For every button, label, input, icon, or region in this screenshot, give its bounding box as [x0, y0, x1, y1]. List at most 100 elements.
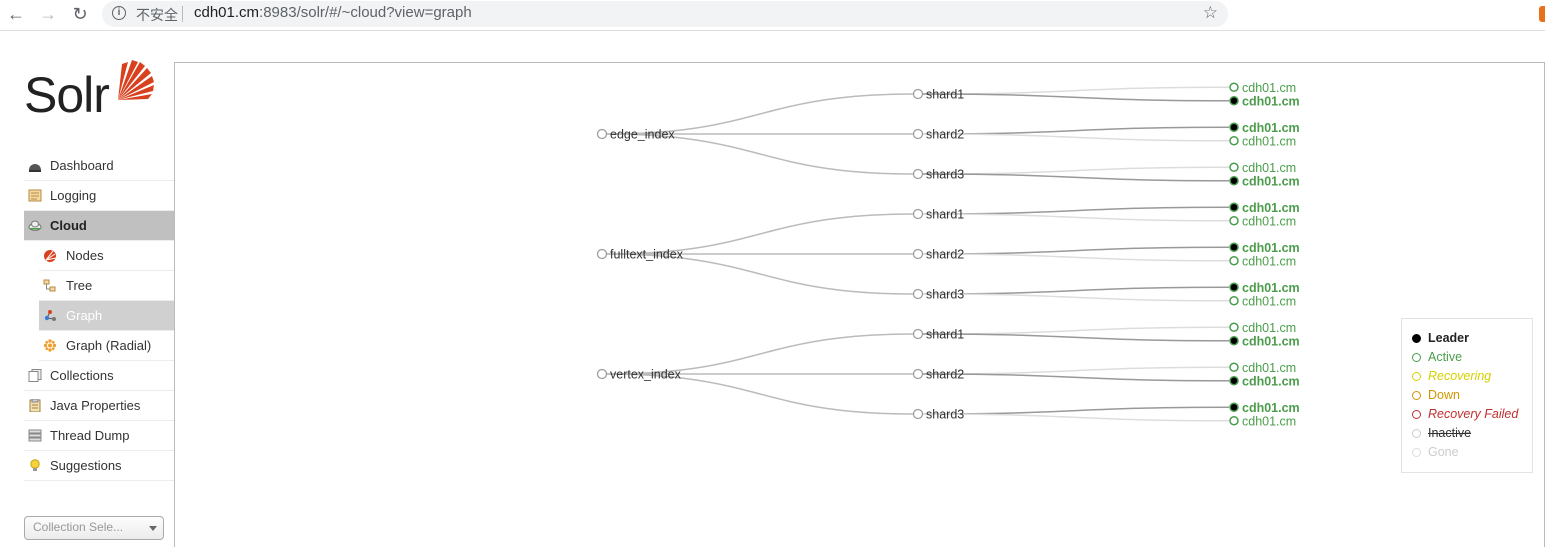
- replica-host: cdh01.cm: [1242, 94, 1300, 108]
- replica-host: cdh01.cm: [1242, 81, 1296, 95]
- menu-item-graph-radial[interactable]: Graph (Radial): [39, 331, 174, 361]
- chevron-down-icon: [149, 526, 157, 531]
- shard-node[interactable]: shard1: [912, 208, 965, 222]
- menu-item-collections[interactable]: Collections: [24, 361, 174, 391]
- info-icon[interactable]: i: [112, 6, 126, 20]
- replica-host: cdh01.cm: [1242, 241, 1300, 255]
- replica-node-leader[interactable]: cdh01.cm: [1229, 401, 1300, 415]
- shard-name: shard1: [926, 88, 964, 102]
- menu-item-thread-dump[interactable]: Thread Dump: [24, 421, 174, 451]
- replica-node-leader[interactable]: cdh01.cm: [1229, 201, 1300, 215]
- replica-node[interactable]: cdh01.cm: [1229, 321, 1296, 335]
- shard-replica-link: [922, 413, 1230, 422]
- replica-node-circle: [1229, 416, 1239, 426]
- replica-node-circle: [1229, 162, 1239, 172]
- shard-node[interactable]: shard1: [912, 88, 965, 102]
- replica-node-circle: [1229, 82, 1239, 92]
- replica-node-leader[interactable]: cdh01.cm: [1229, 121, 1300, 135]
- collection-node[interactable]: edge_index: [596, 128, 676, 142]
- menu-item-graph[interactable]: Graph: [39, 301, 174, 331]
- replica-node-leader[interactable]: cdh01.cm: [1229, 94, 1300, 108]
- replica-node-circle: [1229, 136, 1239, 146]
- browser-toolbar: ← → ↻ i 不安全 cdh01.cm:8983/solr/#/~cloud?…: [0, 0, 1545, 31]
- shard-replica-link: [922, 406, 1230, 415]
- replica-node[interactable]: cdh01.cm: [1229, 161, 1296, 175]
- replica-node-leader[interactable]: cdh01.cm: [1229, 334, 1300, 348]
- lightbulb-icon: [30, 459, 40, 471]
- replica-node[interactable]: cdh01.cm: [1229, 254, 1296, 268]
- replica-node[interactable]: cdh01.cm: [1229, 134, 1296, 148]
- menu-item-suggestions[interactable]: Suggestions: [24, 451, 174, 481]
- collection-name: fulltext_index: [610, 248, 684, 262]
- cloud-icon: [28, 220, 42, 231]
- collection-shard-link: [606, 133, 914, 175]
- collection-node[interactable]: fulltext_index: [596, 248, 684, 262]
- replica-node-circle: [1229, 362, 1239, 372]
- replica-node-circle: [1229, 256, 1239, 266]
- url-path: :8983/solr/#/~cloud?view=graph: [259, 4, 472, 21]
- menu-item-cloud[interactable]: Cloud: [24, 211, 174, 241]
- shard-replica-link: [922, 333, 1230, 342]
- reload-icon[interactable]: ↻: [72, 4, 88, 24]
- replica-node-leader[interactable]: cdh01.cm: [1229, 281, 1300, 295]
- shard-node[interactable]: shard1: [912, 328, 965, 342]
- address-bar[interactable]: i 不安全 cdh01.cm:8983/solr/#/~cloud?view=g…: [102, 1, 1228, 27]
- extension-icon[interactable]: [1539, 6, 1545, 22]
- shard-name: shard2: [926, 248, 964, 262]
- collection-node[interactable]: vertex_index: [596, 368, 682, 382]
- shard-name: shard1: [926, 328, 964, 342]
- replica-host: cdh01.cm: [1242, 414, 1296, 428]
- replica-node[interactable]: cdh01.cm: [1229, 361, 1296, 375]
- collection-shard-link: [606, 213, 914, 255]
- forward-arrow-icon[interactable]: →: [39, 4, 57, 24]
- menu-label: Tree: [66, 278, 93, 293]
- shard-node[interactable]: shard2: [912, 248, 965, 262]
- replica-host: cdh01.cm: [1242, 334, 1300, 348]
- url-text[interactable]: cdh01.cm:8983/solr/#/~cloud?view=graph: [194, 4, 472, 21]
- replica-node[interactable]: cdh01.cm: [1229, 214, 1296, 228]
- replica-host: cdh01.cm: [1242, 401, 1300, 415]
- menu-item-tree[interactable]: Tree: [39, 271, 174, 301]
- bookmark-star-icon[interactable]: ☆: [1202, 3, 1218, 22]
- shard-node[interactable]: shard3: [912, 168, 965, 182]
- shard-node[interactable]: shard3: [912, 288, 965, 302]
- replica-node[interactable]: cdh01.cm: [1229, 294, 1296, 308]
- solr-logo[interactable]: Solr: [24, 60, 154, 130]
- replica-node-circle: [1229, 176, 1239, 186]
- menu-item-dashboard[interactable]: Dashboard: [24, 151, 174, 181]
- shard-node[interactable]: shard2: [912, 128, 965, 142]
- replica-node-circle: [1229, 336, 1239, 346]
- replica-node-leader[interactable]: cdh01.cm: [1229, 174, 1300, 188]
- menu-label: Collections: [50, 368, 114, 383]
- legend-label: Recovery Failed: [1428, 407, 1519, 421]
- replica-node-circle: [1229, 122, 1239, 132]
- shard-node-circle: [912, 168, 924, 180]
- shard-node[interactable]: shard2: [912, 368, 965, 382]
- replica-node-circle: [1229, 282, 1239, 292]
- shard-replica-link: [922, 126, 1230, 135]
- collection-selector[interactable]: Collection Sele...: [24, 516, 164, 540]
- shard-node[interactable]: shard3: [912, 408, 965, 422]
- replica-node[interactable]: cdh01.cm: [1229, 81, 1296, 95]
- legend-dot-icon: [1412, 410, 1421, 419]
- replica-node-circle: [1229, 216, 1239, 226]
- menu-item-java-properties[interactable]: Java Properties: [24, 391, 174, 421]
- replica-node-leader[interactable]: cdh01.cm: [1229, 374, 1300, 388]
- shard-node-circle: [912, 208, 924, 220]
- shard-name: shard3: [926, 288, 964, 302]
- replica-node-circle: [1229, 242, 1239, 252]
- legend-dot-icon: [1412, 429, 1421, 438]
- menu-item-nodes[interactable]: Nodes: [39, 241, 174, 271]
- menu-item-logging[interactable]: Logging: [24, 181, 174, 211]
- menu-label: Java Properties: [50, 398, 141, 413]
- replica-node-leader[interactable]: cdh01.cm: [1229, 241, 1300, 255]
- tree-icon: [43, 279, 56, 292]
- menu-label: Logging: [50, 188, 97, 203]
- replica-node[interactable]: cdh01.cm: [1229, 414, 1296, 428]
- nodes-icon: [44, 250, 57, 262]
- shard-node-circle: [912, 88, 924, 100]
- legend-dot-icon: [1412, 391, 1421, 400]
- collection-name: edge_index: [610, 128, 675, 142]
- back-arrow-icon[interactable]: ←: [7, 4, 25, 24]
- menu-label: Graph: [66, 308, 103, 323]
